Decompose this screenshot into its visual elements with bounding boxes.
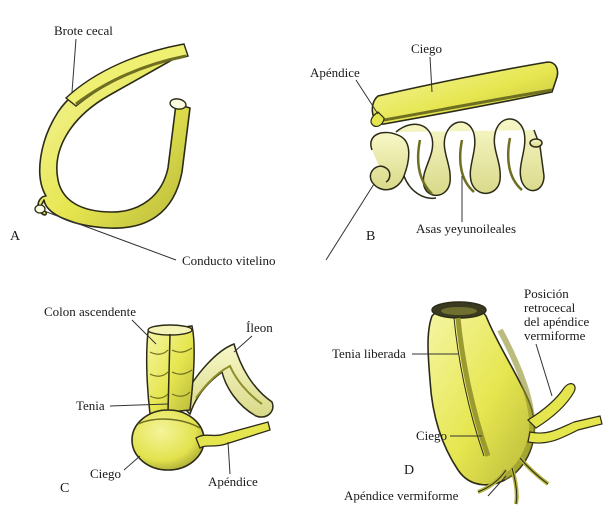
leader-apendice-b [356,80,378,114]
panel-c: Colon ascendente Íleon Tenia Ciego Apénd… [44,304,273,496]
colon-d-opening-inner [441,307,477,315]
leader-posicion [536,344,552,396]
label-apendice-b: Apéndice [310,65,360,80]
appendix-c [196,422,270,448]
leader-ciego-c [124,456,140,470]
label-posicion-2: retrocecal [524,300,576,315]
colon-d [428,304,534,485]
leader-brote-cecal [72,39,76,92]
label-ciego-b: Ciego [411,41,442,56]
label-posicion-4: vermiforme [524,328,586,343]
colon-c-top [148,325,192,335]
leader-conducto-b [326,184,374,260]
label-conducto-vitelino: Conducto vitelino [182,253,276,268]
leader-apendice-c [228,442,230,474]
label-ciego-c: Ciego [90,466,121,481]
panel-letter-b: B [366,229,375,244]
appendix-retrocecal [528,384,575,428]
vitelline-duct-stump [35,205,45,213]
panel-letter-c: C [60,481,69,496]
label-asas: Asas yeyunoileales [416,221,516,236]
label-ciego-d: Ciego [416,428,447,443]
leader-ileon [234,336,252,352]
loop-opening-a [169,98,186,111]
label-posicion-3: del apéndice [524,314,590,329]
label-colon: Colon ascendente [44,304,136,319]
label-apendice-c: Apéndice [208,474,258,489]
label-apendice-vermiforme: Apéndice vermiforme [344,488,459,503]
panel-letter-d: D [404,463,414,478]
label-ileon: Íleon [246,320,273,335]
label-tenia: Tenia [76,398,105,413]
label-tenia-liberada: Tenia liberada [332,346,406,361]
label-brote-cecal: Brote cecal [54,23,113,38]
panel-letter-a: A [10,229,21,244]
panel-b: Ciego Apéndice Asas yeyunoileales B [310,41,558,244]
panel-a: Brote cecal A [10,23,190,244]
label-posicion-1: Posición [524,286,569,301]
panel-d: Posición retrocecal del apéndice vermifo… [332,286,602,504]
